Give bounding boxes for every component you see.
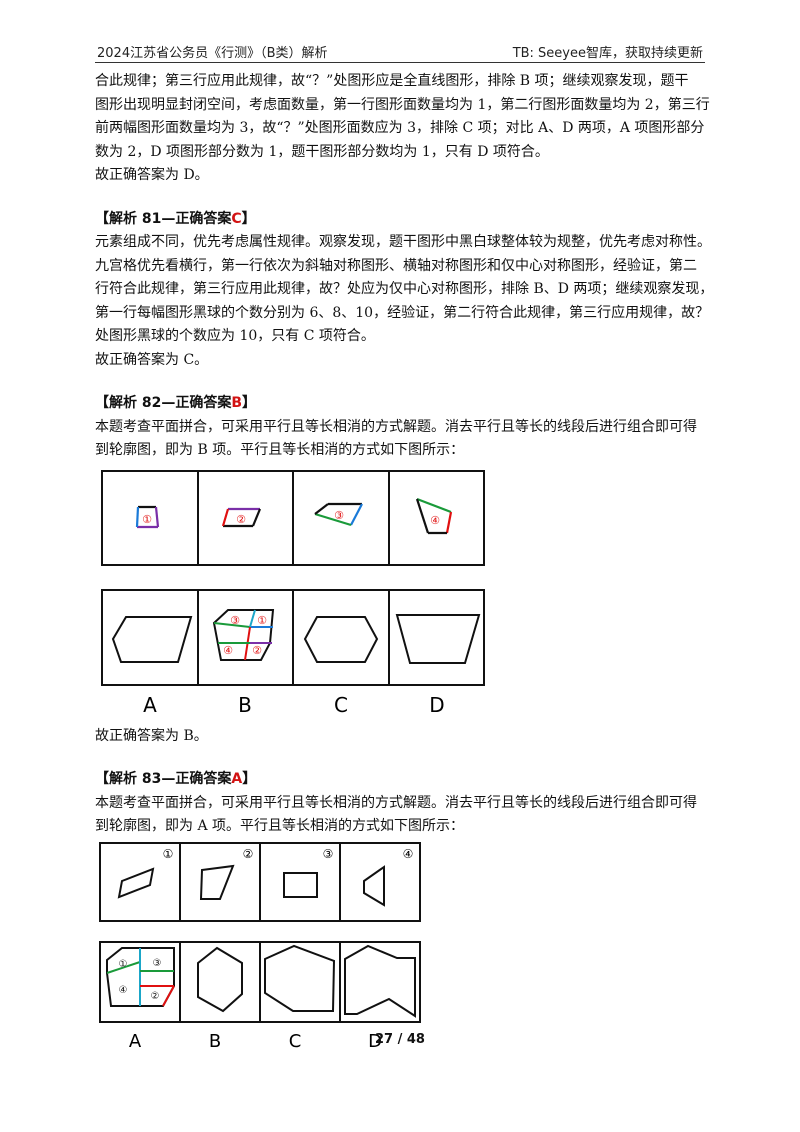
- svg-text:③: ③: [334, 509, 344, 522]
- q83-option-a-shape: ① ③ ④ ②: [106, 946, 175, 1007]
- q82-label-a: A: [143, 693, 157, 717]
- svg-text:②: ②: [236, 513, 246, 526]
- q83-label-a: A: [129, 1031, 142, 1051]
- q83-option-b-shape: [197, 946, 243, 1012]
- q82-piece-1: ①: [135, 505, 160, 528]
- q82-title: 【解析 82—正确答案B】: [95, 395, 257, 411]
- page-number: 27 / 48: [375, 1032, 425, 1047]
- q82-line: 本题考查平面拼合，可采用平行且等长相消的方式解题。消去平行且等长的线段后进行组合…: [95, 418, 697, 435]
- q82-conclusion: 故正确答案为 B。: [95, 727, 208, 744]
- q82-pieces-grid: [101, 469, 485, 566]
- q81-line: 第一行每幅图形黑球的个数分别为 6、8、10，经验证，第二行符合此规律，第三行应…: [95, 304, 710, 321]
- q82-label-c: C: [334, 693, 348, 717]
- q83-line: 到轮廓图，即为 A 项。平行且等长相消的方式如下图所示：: [95, 818, 465, 834]
- svg-text:④: ④: [223, 644, 233, 657]
- svg-text:①: ①: [119, 959, 128, 970]
- header-source: TB: Seeyee智库，获取持续更新: [512, 46, 703, 61]
- q83-label-c: C: [289, 1031, 302, 1051]
- q81-line: 九宫格优先看横行，第一行依次为斜轴对称图形、横轴对称图形和仅中心对称图形，经验证…: [95, 257, 697, 274]
- intro-conclusion: 故正确答案为 D。: [95, 167, 209, 183]
- q81-line: 处图形黑球的个数应为 10，只有 C 项符合。: [95, 328, 375, 344]
- q83-piece-label-4: ④: [403, 847, 414, 861]
- q83-title: 【解析 83—正确答案A】: [95, 771, 257, 787]
- q82-piece-3: ③: [314, 502, 363, 526]
- q82-options-grid: [101, 588, 485, 686]
- q83-figure: ① ② ③ ④ ① ③ ④ ② A B: [99, 841, 421, 1051]
- q83-label-d: D: [368, 1031, 382, 1051]
- q82-option-a-shape: [111, 615, 193, 663]
- q83-option-d-shape: [344, 944, 416, 1018]
- q83-pieces-grid: [99, 841, 421, 922]
- intro-line: 数为 2，D 项图形部分数为 1，题干图形部分数均为 1，只有 D 项符合。: [95, 143, 549, 160]
- svg-text:①: ①: [142, 513, 152, 526]
- q82-option-c-shape: [303, 615, 379, 663]
- q83-piece-1: [117, 866, 155, 899]
- page-header: 2024江苏省公务员《行测》（B类）解析 TB: Seeyee智库，获取持续更新: [95, 40, 705, 63]
- q83-option-c-shape: [264, 944, 336, 1012]
- q82-piece-4: ④: [415, 497, 453, 534]
- q82-piece-2: ②: [221, 507, 262, 527]
- q83-options-grid: [99, 940, 421, 1023]
- svg-text:②: ②: [252, 644, 262, 657]
- q82-label-d: D: [429, 693, 444, 717]
- q82-option-b-shape: ③ ① ④ ②: [212, 608, 275, 661]
- q83-piece-4: [363, 864, 385, 907]
- svg-text:②: ②: [151, 991, 160, 1002]
- intro-line: 合此规律；第三行应用此规律，故“？”处图形应是全直线图形，排除 B 项；继续观察…: [95, 73, 689, 89]
- intro-line: 图形出现明显封闭空间，考虑面数量，第一行图形面数量均为 1，第二行图形面数量均为…: [95, 96, 710, 113]
- q83-piece-label-2: ②: [243, 847, 254, 861]
- q83-label-b: B: [209, 1031, 221, 1051]
- q83-line: 本题考查平面拼合，可采用平行且等长相消的方式解题。消去平行且等长的线段后进行组合…: [95, 794, 697, 811]
- intro-line: 前两幅图形面数量均为 3，故“？”处图形面数应为 3，排除 C 项；对比 A、D…: [95, 120, 705, 136]
- page-content: 合此规律；第三行应用此规律，故“？”处图形应是全直线图形，排除 B 项；继续观察…: [95, 70, 715, 1051]
- svg-text:④: ④: [119, 985, 128, 996]
- q83-answer: A: [231, 771, 243, 787]
- q82-label-b: B: [238, 693, 252, 717]
- q82-figure: ① ② ③ ④: [101, 469, 485, 717]
- q81-conclusion: 故正确答案为 C。: [95, 351, 209, 368]
- q82-line: 到轮廓图，即为 B 项。平行且等长相消的方式如下图所示：: [95, 442, 465, 458]
- q81-title: 【解析 81—正确答案C】: [95, 210, 256, 227]
- svg-text:①: ①: [257, 614, 267, 627]
- q81-answer: C: [231, 210, 242, 227]
- svg-text:④: ④: [430, 514, 440, 527]
- q83-piece-label-1: ①: [163, 847, 174, 861]
- q82-answer: B: [231, 395, 243, 411]
- header-title: 2024江苏省公务员《行测》（B类）解析: [97, 46, 328, 61]
- svg-text:③: ③: [153, 958, 162, 969]
- q83-piece-2: [199, 864, 235, 900]
- q81-line: 元素组成不同，优先考虑属性规律。观察发现，题干图形中黑白球整体较为规整，优先考虑…: [95, 234, 711, 250]
- q83-piece-label-3: ③: [323, 847, 334, 861]
- q83-piece-3: [283, 871, 318, 898]
- q82-option-d-shape: [395, 613, 481, 664]
- q81-line: 行符合此规律，第三行应用此规律，故？处应为仅中心对称图形，排除 B、D 两项；继…: [95, 281, 714, 297]
- svg-text:③: ③: [230, 614, 240, 627]
